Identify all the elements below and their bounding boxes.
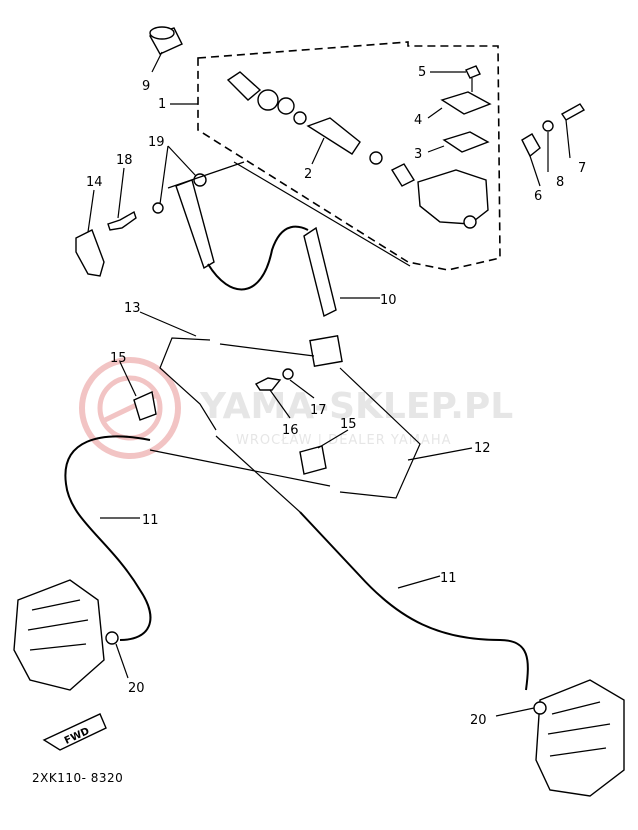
callout-15-left: 15 [110,351,127,366]
callout-4: 4 [414,113,422,128]
callout-6: 6 [534,189,542,204]
callout-17: 17 [310,403,327,418]
master-cylinder-body [417,169,489,229]
watermark-logo [79,357,181,459]
callout-3: 3 [414,147,422,162]
callout-5: 5 [418,65,426,80]
callout-2: 2 [304,167,312,182]
watermark-brand: YAMA-SKLEP.PL [199,386,513,427]
callout-14: 14 [86,175,103,190]
callout-1: 1 [158,97,166,112]
callout-12: 12 [474,441,491,456]
diagram-code: 2XK110- 8320 [32,771,123,785]
callout-20-right: 20 [470,713,487,728]
callout-20-left: 20 [128,681,145,696]
brake-pipe-13 [159,337,217,431]
callout-11-right: 11 [440,571,457,586]
watermark-tagline: WROCŁAW | DEALER YAMAHA [236,433,452,448]
joint-bolt [254,368,294,391]
brake-hose-11-left [64,435,152,641]
callout-leaders [87,51,571,717]
callout-15-right: 15 [340,417,357,432]
caliper-left [13,579,119,691]
callout-16: 16 [282,423,299,438]
fwd-arrow: FWD [42,713,107,751]
callout-10: 10 [380,293,397,308]
callout-11-left: 11 [142,513,159,528]
part-9-cap [148,26,183,55]
callout-8: 8 [556,175,564,190]
assembly-boundary [197,41,501,271]
callouts: 1 2 3 4 5 6 7 8 9 10 11 11 12 13 14 15 1… [86,65,586,728]
callout-18: 18 [116,153,133,168]
piston-kit [226,71,416,187]
part-14-cover [75,229,105,277]
brake-hose-11-right [299,511,529,691]
watermark: YAMA-SKLEP.PL WROCŁAW | DEALER YAMAHA [79,357,513,459]
callout-7: 7 [578,161,586,176]
reservoir-parts [440,65,492,153]
union-bolt-parts [107,173,207,231]
leader-lines [149,161,411,513]
callout-9: 9 [142,79,150,94]
brake-hose-10 [175,179,343,368]
bracket-15-left [133,390,157,421]
callout-19: 19 [148,135,165,150]
caliper-right [533,679,625,797]
bracket-15-right [299,445,327,475]
clamp-parts [521,103,586,158]
callout-13: 13 [124,301,141,316]
brake-pipe-12 [339,367,421,499]
